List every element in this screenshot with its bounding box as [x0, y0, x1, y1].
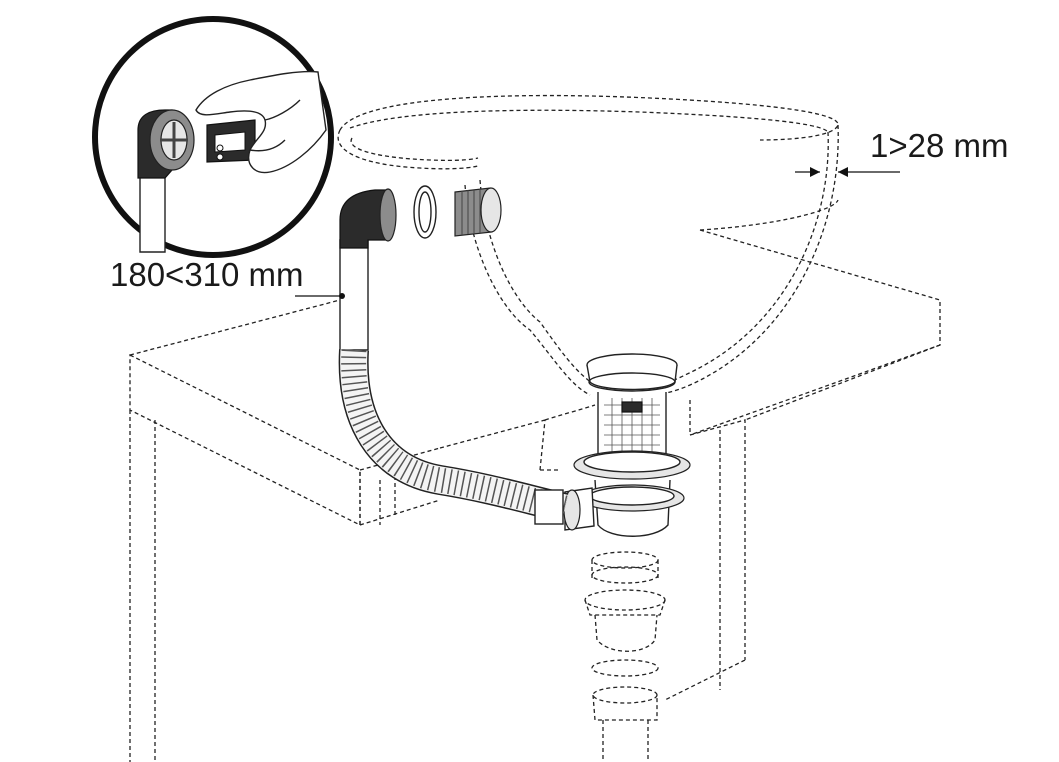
dimension-overflow: 180<310 mm — [110, 256, 342, 297]
dimension-wall: 1>28 mm — [795, 127, 1008, 177]
pop-up-drain — [563, 353, 691, 537]
wall-thickness-label: 1>28 mm — [870, 127, 1008, 164]
flexible-hose — [338, 239, 569, 525]
arrow-icon — [810, 167, 820, 177]
overflow-height-label: 180<310 mm — [110, 256, 304, 293]
cabinet — [129, 229, 941, 762]
hand-icon — [195, 70, 327, 174]
overflow-elbow-icon — [339, 188, 397, 249]
arrow-icon — [838, 167, 848, 177]
trap-components — [584, 551, 666, 762]
overflow-parts — [339, 185, 502, 249]
detail-inset — [92, 16, 334, 258]
basin — [337, 94, 839, 435]
